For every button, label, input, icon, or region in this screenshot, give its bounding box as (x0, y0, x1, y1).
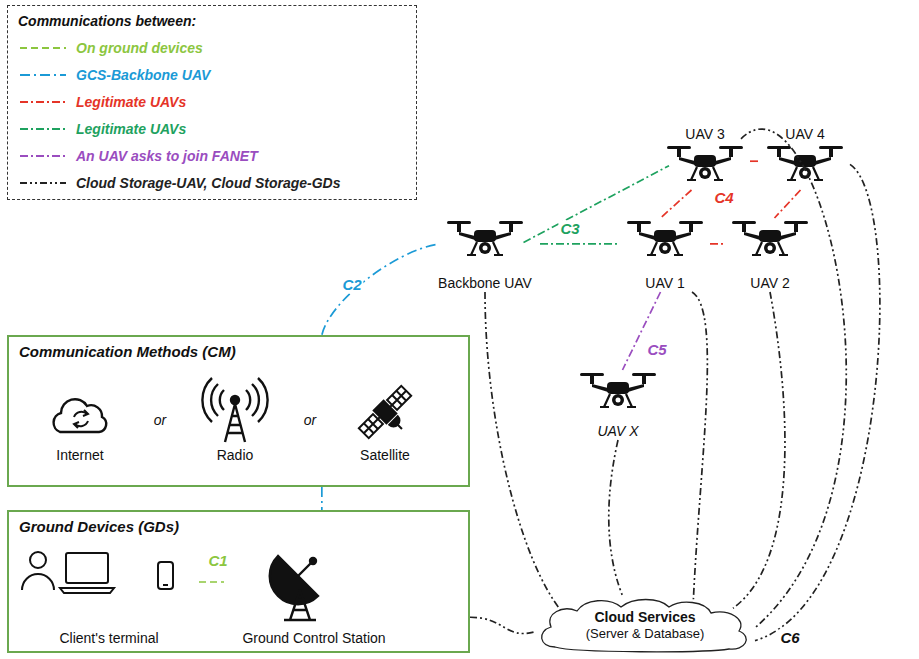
legend-text: Legitimate UAVs (76, 94, 186, 110)
ground-station-dish (270, 556, 318, 620)
device-node: UAV 2 (725, 218, 815, 292)
icon-label: or (302, 412, 318, 428)
node-label: UAV 4 (785, 126, 824, 143)
node-label: Ground Devices (GDs) (19, 518, 179, 536)
node-sublabel: (Server & Database) (586, 626, 705, 642)
connector (321, 487, 323, 510)
legend-entry: Legitimate UAVs (18, 94, 186, 110)
node-label: Cloud Services (594, 609, 695, 626)
connector (199, 581, 224, 583)
cloud-shape (535, 597, 755, 653)
legend-entry: GCS-Backbone UAV (18, 67, 210, 83)
device-node: Client's terminal (19, 547, 199, 647)
legend-line (18, 151, 68, 161)
connector (524, 166, 670, 243)
connector (540, 243, 620, 245)
connector (741, 129, 846, 628)
device-node: Backbone UAV (430, 218, 540, 292)
connector (733, 292, 785, 608)
node-label: Communication Methods (CM) (19, 343, 236, 361)
connection-id: C3 (558, 220, 581, 237)
connection-id: C6 (778, 629, 801, 646)
legend-text: An UAV asks to join FANET (76, 148, 258, 164)
device-node: UAV X (573, 370, 663, 440)
connection-id: C5 (645, 341, 668, 358)
legend-text: GCS-Backbone UAV (76, 67, 210, 83)
legend-box: On ground devicesGCS-Backbone UAV Legitim… (7, 5, 417, 200)
legend-entry: An UAV asks to join FANET (18, 148, 258, 164)
legend-line-stroke (20, 128, 66, 130)
node-label: Backbone UAV (438, 275, 532, 292)
client-icons (22, 552, 173, 593)
node-label: Client's terminal (59, 630, 158, 647)
icon-label: Internet (54, 447, 105, 463)
connector (661, 190, 692, 218)
node-label: Ground Control Station (242, 630, 385, 647)
node-label: UAV 2 (750, 275, 789, 292)
icon-label: Radio (215, 447, 256, 463)
legend-text: On ground devices (76, 40, 203, 56)
icon-label: or (152, 412, 168, 428)
device-node: Ground Control Station (224, 547, 404, 647)
legend-text: Legitimate UAVs (76, 121, 186, 137)
legend-line (18, 43, 68, 53)
cloud-node: Cloud Services(Server & Database) (535, 597, 755, 653)
connector (609, 440, 623, 597)
node-label: UAV 3 (685, 126, 724, 143)
connector (755, 164, 880, 640)
icon-label: Satellite (358, 447, 412, 463)
legend-entry: Cloud Storage-UAV, Cloud Storage-GDs (18, 175, 340, 191)
device-node: UAV 4 (760, 126, 850, 190)
legend-line (18, 70, 68, 80)
satellite-icon (357, 384, 423, 450)
legend-line-stroke (20, 101, 66, 103)
group-box: Ground Devices (GDs) Client's terminal Gro… (7, 510, 470, 653)
legend-text: Cloud Storage-UAV, Cloud Storage-GDs (76, 175, 340, 191)
legend-line-stroke (20, 47, 66, 49)
node-label: UAV X (597, 423, 638, 440)
device-node: UAV 1 (620, 218, 710, 292)
connector (692, 292, 707, 599)
legend-line-stroke (20, 155, 66, 157)
device-node: UAV 3 (660, 126, 750, 190)
connection-id: C2 (340, 276, 363, 293)
connector (750, 160, 760, 162)
connector (775, 190, 801, 218)
node-label: UAV 1 (645, 275, 684, 292)
connector (470, 617, 535, 633)
group-box: Communication Methods (CM) (7, 335, 470, 487)
legend-entry: Legitimate UAVs (18, 121, 186, 137)
legend-line (18, 178, 68, 188)
connector (485, 292, 561, 611)
legend-title: Communications between: (16, 13, 198, 29)
radio-tower-icon (202, 378, 267, 442)
legend-line-stroke (20, 74, 66, 76)
legend-line (18, 124, 68, 134)
legend-line (18, 97, 68, 107)
legend-entry: On ground devices (18, 40, 203, 56)
internet-icon (54, 399, 107, 432)
connection-id: C1 (206, 552, 229, 569)
connector (322, 245, 436, 335)
legend-line-stroke (20, 182, 66, 184)
connector (710, 243, 725, 245)
cloud-outline (542, 600, 747, 652)
connection-id: C4 (712, 189, 735, 206)
